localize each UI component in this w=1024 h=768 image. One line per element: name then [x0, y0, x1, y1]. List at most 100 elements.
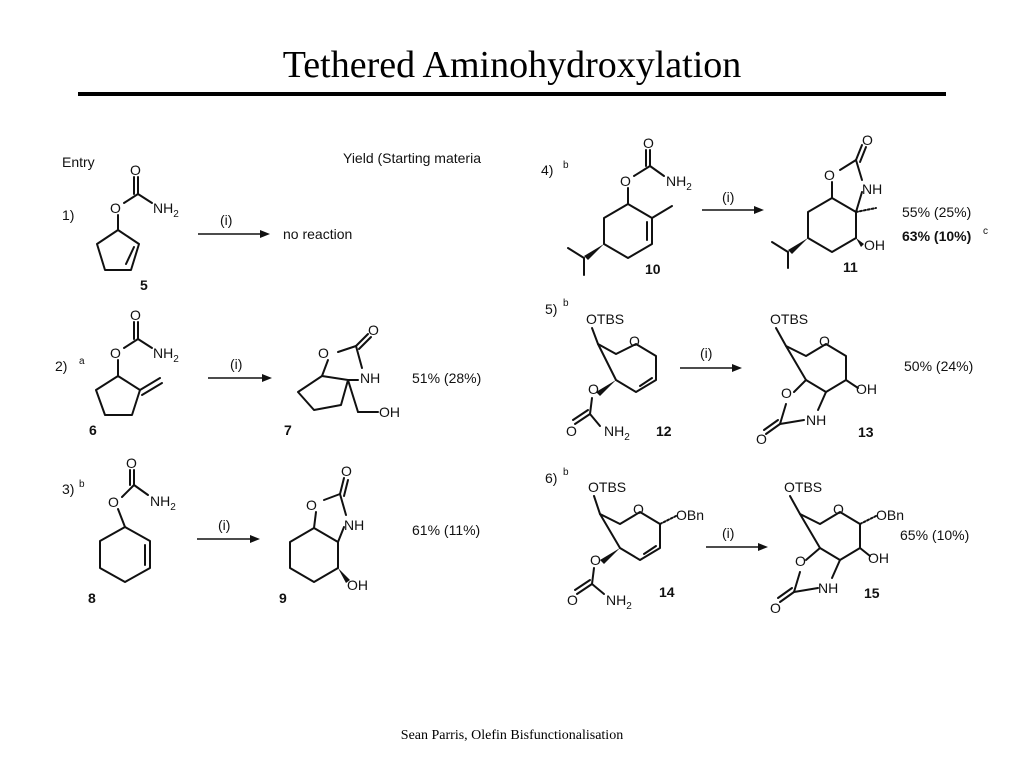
dihydropyran-ring — [597, 343, 657, 393]
yield-value-alt: 63% (10%) — [902, 228, 971, 244]
reagent-label: (i) — [230, 356, 242, 372]
entry-note: b — [563, 298, 569, 309]
dihydropyran-ring — [599, 511, 661, 561]
yield-note: c — [983, 226, 988, 237]
pyran-ring — [785, 343, 847, 393]
carbonyl-oxygen: O — [862, 132, 873, 148]
nh-label: NH — [806, 412, 826, 428]
arrow-head — [754, 206, 764, 214]
nh-label: NH — [862, 181, 882, 197]
compound-number: 10 — [645, 261, 661, 277]
entry-label: 2) — [55, 358, 67, 374]
stereo-wedge — [338, 568, 350, 583]
slide-footer: Sean Parris, Olefin Bisfunctionalisation — [400, 728, 624, 743]
ring-oxygen: O — [306, 497, 317, 513]
exo-methylene — [139, 377, 161, 391]
slide-title: Tethered Aminohydroxylation — [282, 44, 742, 86]
compound-number: 14 — [659, 584, 675, 600]
otbs-label: OTBS — [588, 479, 626, 495]
carbonyl-oxygen: O — [126, 455, 137, 471]
otbs-label: OTBS — [784, 479, 822, 495]
reagent-label: (i) — [700, 345, 712, 361]
oxygen-label: O — [110, 345, 121, 361]
cyclopentene-ring — [96, 229, 140, 271]
hydroxyl-label: OH — [347, 577, 368, 593]
stereo-wedge — [596, 380, 616, 396]
cyclopentane-ring — [297, 375, 349, 411]
entry-4: 4) b O O 10 (i) O O NH — [541, 132, 988, 277]
stereo-wedge — [584, 244, 604, 260]
compound-number: 5 — [140, 277, 148, 293]
reagent-label: (i) — [220, 212, 232, 228]
obn-label: OBn — [876, 507, 904, 523]
compound-number: 8 — [88, 590, 96, 606]
ring-double-bond — [639, 377, 653, 387]
title-underline — [78, 92, 946, 96]
carbonyl-oxygen: O — [566, 423, 577, 439]
hashed-methyl — [855, 207, 877, 213]
entry-label: 3) — [62, 481, 74, 497]
carbonyl-oxygen: O — [368, 322, 379, 338]
ring-double-bond — [643, 545, 657, 555]
hydroxyl-label: OH — [864, 237, 885, 253]
oxygen-label: O — [110, 200, 121, 216]
oxygen-label: O — [620, 173, 631, 189]
compound-number: 11 — [843, 259, 858, 275]
stereo-wedge — [788, 238, 808, 254]
reagent-label: (i) — [218, 517, 230, 533]
ring-oxygen-2: O — [795, 553, 806, 569]
hydroxyl-label: OH — [856, 381, 877, 397]
hashed-bond — [859, 515, 877, 525]
yield-value: 55% (25%) — [902, 204, 971, 220]
nh-label: NH — [344, 517, 364, 533]
ring-oxygen: O — [824, 167, 835, 183]
arrow-head — [758, 543, 768, 551]
header-yield: Yield (Starting materia — [343, 150, 481, 166]
ring-oxygen: O — [318, 345, 329, 361]
entry-3: 3) b O O 8 (i) O O NH OH 9 61% (11%) — [62, 455, 480, 606]
nh-label: NH — [818, 580, 838, 596]
oxygen-label: O — [108, 494, 119, 510]
entry-5: 5) b OTBS O O O 12 (i) OTBS O OH O O NH — [545, 298, 973, 447]
yield-value: 51% (28%) — [412, 370, 481, 386]
entry-2: 2) a O O 6 (i) O O NH OH 7 51% (28%) — [55, 307, 481, 438]
methyl-group — [651, 205, 673, 219]
pyran-ring — [799, 511, 861, 561]
ring-oxygen: O — [833, 501, 844, 517]
cyclohexane-ring — [289, 527, 339, 583]
otbs-label: OTBS — [770, 311, 808, 327]
hydroxyl-label: OH — [379, 404, 400, 420]
ring-oxygen-2: O — [781, 385, 792, 401]
entry-label: 4) — [541, 162, 553, 178]
entry-note: b — [79, 479, 85, 490]
oxygen-label: O — [588, 381, 599, 397]
entry-1: 1) O O 5 (i) no reaction — [62, 162, 352, 293]
reagent-label: (i) — [722, 525, 734, 541]
yield-value: 61% (11%) — [412, 522, 480, 538]
carbonyl-oxygen: O — [130, 307, 141, 323]
entry-note: a — [79, 356, 85, 367]
arrow-head — [262, 374, 272, 382]
cyclohexene-ring — [99, 526, 151, 583]
entry-note: b — [563, 467, 569, 478]
stereo-wedge — [600, 548, 620, 564]
hashed-bond — [659, 515, 677, 525]
ring-oxygen: O — [633, 501, 644, 517]
product-text: no reaction — [283, 226, 352, 242]
compound-number: 6 — [89, 422, 97, 438]
carbonyl-oxygen: O — [130, 162, 141, 178]
carbonyl-oxygen: O — [770, 600, 781, 616]
nh-label: NH — [360, 370, 380, 386]
carbonyl-oxygen: O — [567, 592, 578, 608]
entry-note: b — [563, 160, 569, 171]
header-entry: Entry — [62, 154, 95, 170]
hydroxyl-label: OH — [868, 550, 889, 566]
cyclohexene-ring — [603, 203, 653, 259]
entry-label: 6) — [545, 470, 557, 486]
ring-oxygen: O — [629, 333, 640, 349]
ring-double-bond — [125, 246, 135, 265]
arrow-head — [260, 230, 270, 238]
cyclohexane-ring — [807, 197, 857, 253]
ring-oxygen: O — [819, 333, 830, 349]
